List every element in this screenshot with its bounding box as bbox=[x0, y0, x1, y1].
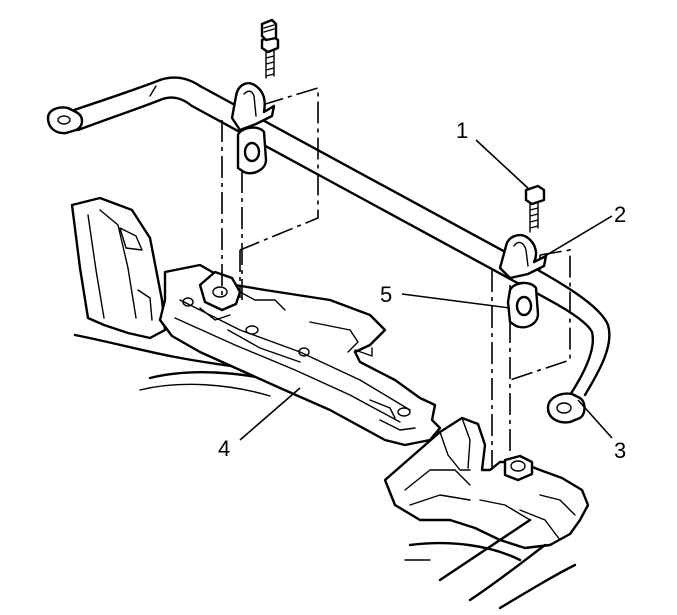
callout-5: 5 bbox=[380, 282, 392, 307]
frame-crossmember bbox=[70, 196, 590, 610]
callout-2: 2 bbox=[614, 202, 626, 227]
left-bolt bbox=[260, 18, 280, 79]
callout-4: 4 bbox=[218, 436, 230, 461]
callout-leaders bbox=[239, 139, 613, 441]
leader-2 bbox=[544, 215, 613, 257]
right-bolt bbox=[524, 184, 546, 233]
leader-4 bbox=[239, 387, 301, 441]
leader-3 bbox=[577, 399, 613, 439]
callout-3: 3 bbox=[614, 438, 626, 463]
callout-labels: 1 2 3 4 5 bbox=[218, 118, 626, 463]
callout-1: 1 bbox=[456, 118, 468, 143]
left-bushing-clamp bbox=[230, 18, 280, 175]
right-bushing-clamp bbox=[498, 184, 548, 329]
leader-5 bbox=[401, 293, 511, 309]
leader-1 bbox=[475, 139, 531, 191]
